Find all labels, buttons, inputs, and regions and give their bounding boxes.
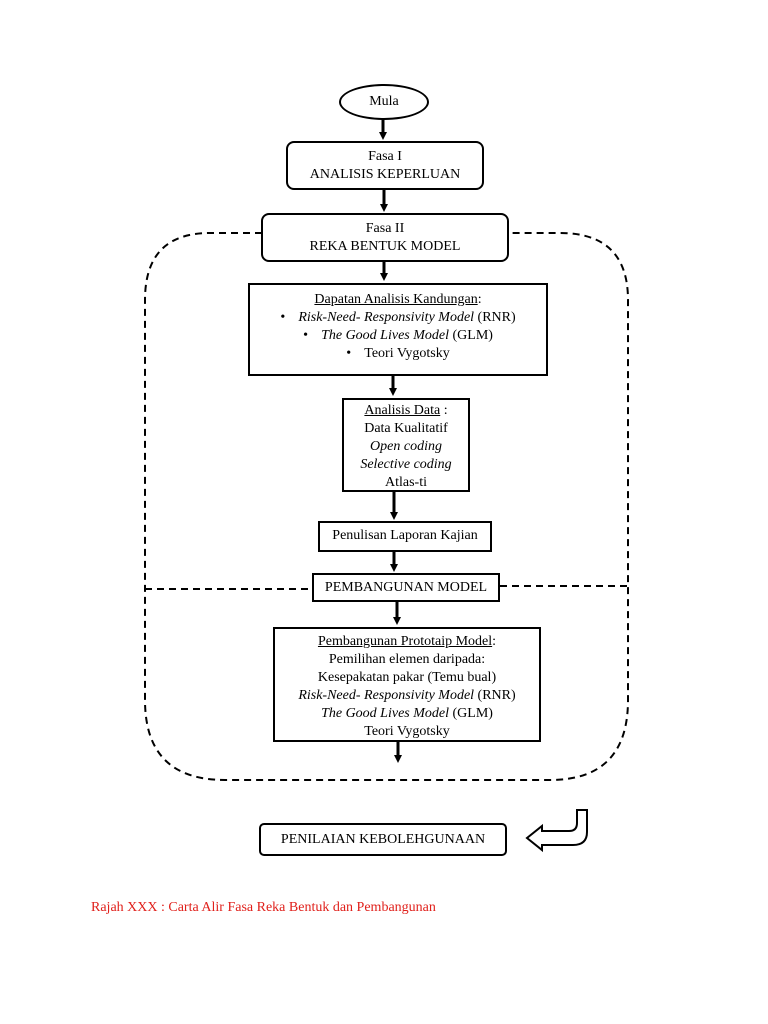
phase1-label: Fasa I — [368, 149, 402, 164]
prototype-box: Pembangunan Prototaip Model: Pemilihan e… — [273, 627, 541, 742]
phase1-node: Fasa I ANALISIS KEPERLUAN — [286, 141, 484, 190]
model-development-box: PEMBANGUNAN MODEL — [312, 573, 500, 602]
content-analysis-heading-line: Dapatan Analisis Kandungan: — [314, 292, 482, 307]
usability-evaluation-label: PENILAIAN KEBOLEHGUNAAN — [280, 832, 486, 847]
prototype-heading-line: Pembangunan Prototaip Model: — [317, 634, 497, 649]
data-analysis-line: Selective coding — [360, 457, 452, 472]
report-writing-label: Penulisan Laporan Kajian — [332, 528, 478, 543]
data-analysis-line: Open coding — [370, 439, 442, 454]
dashed-phase-boundary — [144, 232, 629, 781]
report-writing-box: Penulisan Laporan Kajian — [318, 521, 492, 552]
data-analysis-line: Data Kualitatif — [364, 421, 448, 436]
start-label: Mula — [369, 94, 399, 109]
phase1-title: ANALISIS KEPERLUAN — [309, 167, 461, 182]
figure-caption: Rajah XXX : Carta Alir Fasa Reka Bentuk … — [91, 900, 436, 915]
feedback-arrow — [525, 809, 588, 853]
content-analysis-item: •The Good Lives Model (GLM) — [303, 328, 493, 343]
usability-evaluation-box: PENILAIAN KEBOLEHGUNAAN — [259, 823, 507, 856]
prototype-line: Kesepakatan pakar (Temu bual) — [317, 670, 497, 685]
prototype-line: Teori Vygotsky — [364, 724, 450, 739]
flow-arrows — [379, 120, 402, 763]
bullet-icon: • — [303, 328, 308, 343]
data-analysis-line: Atlas-ti — [385, 475, 427, 490]
start-node: Mula — [339, 84, 429, 120]
data-analysis-box: Analisis Data : Data Kualitatif Open cod… — [342, 398, 470, 492]
prototype-line: Pemilihan elemen daripada: — [328, 652, 486, 667]
phase2-node: Fasa II REKA BENTUK MODEL — [261, 213, 509, 262]
phase2-title: REKA BENTUK MODEL — [309, 239, 461, 254]
bullet-icon: • — [280, 310, 286, 325]
bullet-icon: • — [346, 346, 352, 361]
prototype-line: Risk-Need- Responsivity Model (RNR) — [298, 688, 516, 703]
content-analysis-item: •Risk-Need- Responsivity Model (RNR) — [280, 310, 516, 325]
content-analysis-heading: Dapatan Analisis Kandungan — [314, 292, 478, 307]
prototype-line: The Good Lives Model (GLM) — [321, 706, 493, 721]
data-analysis-heading: Analisis Data — [364, 403, 441, 418]
phase2-label: Fasa II — [365, 221, 405, 236]
model-development-label: PEMBANGUNAN MODEL — [324, 580, 488, 595]
content-analysis-item: •Teori Vygotsky — [346, 346, 450, 361]
content-analysis-box: Dapatan Analisis Kandungan: •Risk-Need- … — [248, 283, 548, 376]
data-analysis-heading-line: Analisis Data : — [364, 403, 448, 418]
prototype-heading: Pembangunan Prototaip Model — [317, 634, 493, 649]
